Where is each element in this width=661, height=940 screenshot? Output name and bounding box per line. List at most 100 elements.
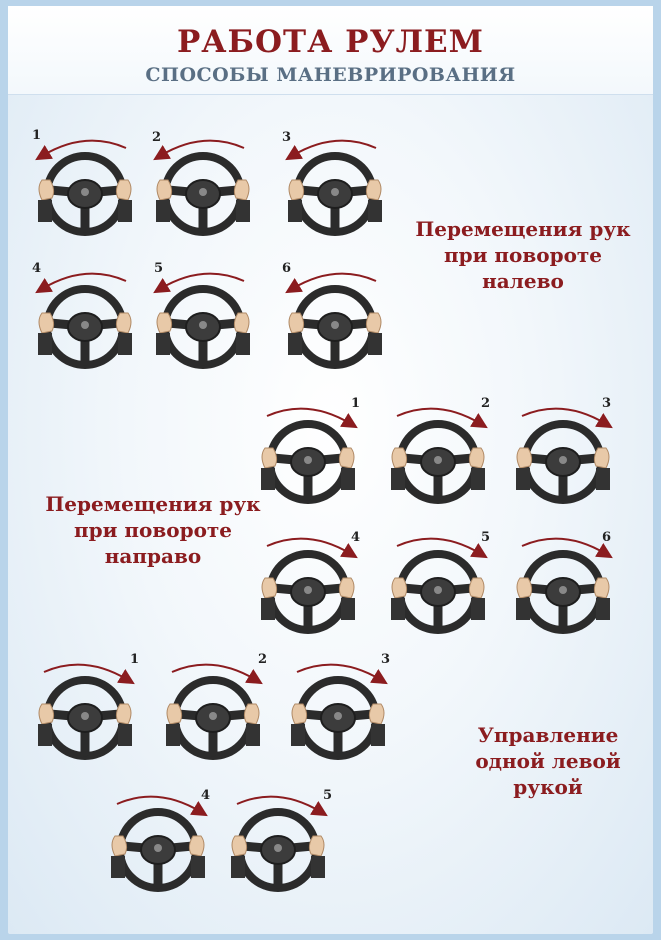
steering-wheel-icon xyxy=(111,795,208,892)
direction-arrow-icon xyxy=(35,272,127,294)
left-turn-step-1: 1 xyxy=(30,128,140,248)
direction-arrow-icon xyxy=(521,407,613,429)
right-hand-icon xyxy=(365,179,382,201)
horn-emblem-icon xyxy=(331,321,339,329)
left-sleeve xyxy=(111,856,125,878)
left-hand-icon xyxy=(111,835,128,857)
horn-emblem-icon xyxy=(304,586,312,594)
step-number: 1 xyxy=(351,396,361,411)
right-hand-icon xyxy=(338,447,355,469)
page-subtitle: СПОСОБЫ МАНЕВРИРОВАНИЯ xyxy=(145,64,516,86)
right-hand-icon xyxy=(368,703,385,725)
left-hand-icon xyxy=(156,312,173,334)
step-number: 3 xyxy=(602,396,612,411)
right-hand-icon xyxy=(115,312,132,334)
one-hand-step-5: 5 xyxy=(223,784,333,904)
right-turn-step-3: 3 xyxy=(508,396,618,516)
horn-emblem-icon xyxy=(199,321,207,329)
one-hand-step-2: 2 xyxy=(158,652,268,772)
left-turn-step-2: 2 xyxy=(148,128,258,248)
step-number: 6 xyxy=(282,261,292,276)
horn-emblem-icon xyxy=(81,188,89,196)
steering-wheel-icon xyxy=(285,272,382,369)
right-sleeve xyxy=(236,200,250,222)
left-sleeve xyxy=(516,598,530,620)
left-sleeve xyxy=(291,724,305,746)
left-turn-step-5: 5 xyxy=(148,261,258,381)
direction-arrow-icon xyxy=(153,139,245,161)
left-hand-icon xyxy=(166,703,183,725)
direction-arrow-icon xyxy=(236,795,328,817)
left-turn-step-3: 3 xyxy=(280,128,390,248)
left-sleeve xyxy=(288,200,302,222)
left-sleeve xyxy=(288,333,302,355)
right-sleeve xyxy=(471,468,485,490)
step-number: 3 xyxy=(282,130,292,145)
right-sleeve xyxy=(596,468,610,490)
steering-wheel-icon xyxy=(153,272,250,369)
direction-arrow-icon xyxy=(296,663,388,685)
steering-wheel-icon xyxy=(516,537,613,634)
direction-arrow-icon xyxy=(396,407,488,429)
step-number: 1 xyxy=(130,652,140,667)
caption-one-hand: Управление одной левой рукой xyxy=(475,723,621,799)
direction-arrow-icon xyxy=(521,537,613,559)
direction-arrow-icon xyxy=(285,272,377,294)
right-hand-icon xyxy=(593,447,610,469)
steering-wheel-icon xyxy=(153,139,250,236)
header: РАБОТА РУЛЕМ СПОСОБЫ МАНЕВРИРОВАНИЯ xyxy=(8,6,653,95)
horn-emblem-icon xyxy=(304,456,312,464)
left-hand-icon xyxy=(38,179,55,201)
steering-wheel-icon xyxy=(285,139,382,236)
left-hand-icon xyxy=(38,703,55,725)
right-hand-icon xyxy=(115,703,132,725)
right-sleeve xyxy=(236,333,250,355)
right-hand-icon xyxy=(365,312,382,334)
step-number: 6 xyxy=(602,530,612,545)
left-hand-icon xyxy=(38,312,55,334)
direction-arrow-icon xyxy=(266,407,358,429)
direction-arrow-icon xyxy=(396,537,488,559)
left-hand-icon xyxy=(516,447,533,469)
left-hand-icon xyxy=(288,179,305,201)
right-sleeve xyxy=(341,468,355,490)
caption-right-turn: Перемещения рук при повороте направо xyxy=(45,492,261,568)
horn-emblem-icon xyxy=(81,712,89,720)
steering-wheel-icon xyxy=(38,663,135,760)
left-sleeve xyxy=(391,598,405,620)
step-number: 5 xyxy=(323,788,333,803)
right-turn-step-5: 5 xyxy=(383,526,493,646)
right-sleeve xyxy=(311,856,325,878)
right-turn-step-2: 2 xyxy=(383,396,493,516)
right-hand-icon xyxy=(468,447,485,469)
left-sleeve xyxy=(156,333,170,355)
left-turn-step-4: 4 xyxy=(30,261,140,381)
horn-emblem-icon xyxy=(434,586,442,594)
steering-wheel-icon xyxy=(261,537,358,634)
right-hand-icon xyxy=(233,312,250,334)
step-number: 2 xyxy=(152,130,162,145)
left-turn-step-6: 6 xyxy=(280,261,390,381)
direction-arrow-icon xyxy=(171,663,263,685)
left-hand-icon xyxy=(391,577,408,599)
right-turn-step-1: 1 xyxy=(253,396,363,516)
one-hand-step-3: 3 xyxy=(283,652,393,772)
right-sleeve xyxy=(368,333,382,355)
right-sleeve xyxy=(191,856,205,878)
left-hand-icon xyxy=(261,577,278,599)
right-turn-step-6: 6 xyxy=(508,526,618,646)
direction-arrow-icon xyxy=(266,537,358,559)
steering-wheel-icon xyxy=(516,407,613,504)
horn-emblem-icon xyxy=(334,712,342,720)
step-number: 3 xyxy=(381,652,391,667)
right-hand-icon xyxy=(308,835,325,857)
right-sleeve xyxy=(118,333,132,355)
right-sleeve xyxy=(118,200,132,222)
step-number: 1 xyxy=(32,128,42,143)
direction-arrow-icon xyxy=(153,272,245,294)
left-sleeve xyxy=(38,200,52,222)
step-number: 2 xyxy=(258,652,268,667)
direction-arrow-icon xyxy=(35,139,127,161)
right-hand-icon xyxy=(338,577,355,599)
left-sleeve xyxy=(166,724,180,746)
